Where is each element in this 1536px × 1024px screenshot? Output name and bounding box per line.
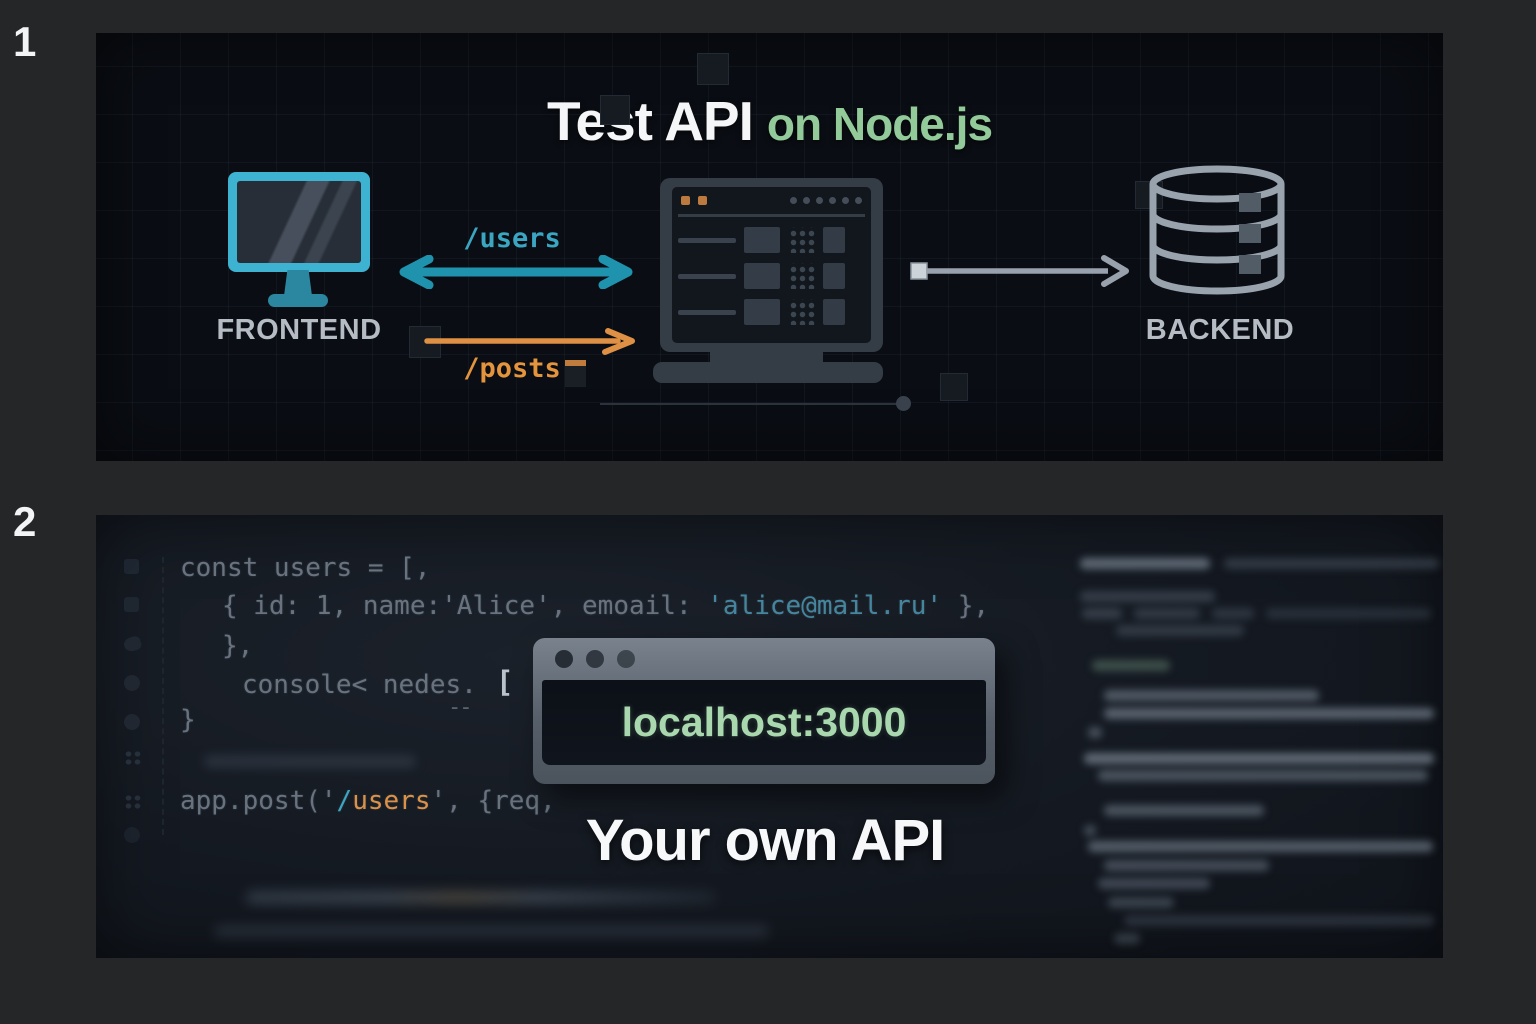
blurred-code-line xyxy=(1098,878,1210,889)
blurred-code-line xyxy=(1108,897,1174,908)
code-line-4: console< nedes. xyxy=(242,670,477,700)
blurred-code-line xyxy=(1104,805,1264,816)
title-main: Test API xyxy=(546,90,754,152)
step-number-2: 2 xyxy=(13,498,37,545)
server-window-titlebar xyxy=(678,187,865,217)
gutter-square-icon xyxy=(124,559,139,574)
blurred-code-line xyxy=(1104,860,1269,871)
gutter-blob-icon xyxy=(122,634,143,654)
titlebar-orange-dot xyxy=(698,196,707,205)
code-bracket: [ xyxy=(496,665,514,699)
decor-square xyxy=(600,95,630,125)
blurred-code-line xyxy=(1104,690,1319,701)
blurred-code-line xyxy=(1088,727,1102,738)
server-content-row xyxy=(678,227,865,253)
posts-route-label: /posts xyxy=(463,353,561,384)
traffic-light-icon xyxy=(555,650,573,668)
server-stand-neck xyxy=(710,352,823,363)
gutter-circle-icon xyxy=(124,675,140,691)
monitor-stand-neck xyxy=(284,270,312,296)
blurred-code-line xyxy=(1224,558,1439,569)
code-line-5: } xyxy=(180,705,196,735)
step-number-1: 1 xyxy=(13,18,37,65)
decor-square xyxy=(1135,181,1163,209)
blurred-comment-line xyxy=(204,755,416,768)
blurred-code-line xyxy=(1088,841,1433,852)
browser-titlebar xyxy=(533,638,995,680)
decor-line-endpoint xyxy=(896,396,911,411)
route-slash-token: / xyxy=(336,786,353,816)
posts-arrow-icon xyxy=(424,328,635,355)
decor-square xyxy=(697,53,729,85)
browser-window: localhost:3000 xyxy=(533,638,995,784)
blurred-code-line xyxy=(246,891,716,904)
blurred-code-line xyxy=(1104,708,1434,719)
decor-square xyxy=(940,373,968,401)
server-stand-base xyxy=(653,362,883,383)
monitor-screen xyxy=(237,181,361,263)
users-double-arrow-icon xyxy=(399,255,633,289)
blurred-code-line xyxy=(1092,660,1170,671)
blurred-code-line xyxy=(1080,591,1215,602)
caption-your-own-api: Your own API xyxy=(585,808,946,873)
blurred-code-line xyxy=(1266,608,1431,619)
blurred-code-column xyxy=(1056,543,1456,948)
blurred-code-line xyxy=(1084,825,1096,836)
title-accent: on Node.js xyxy=(766,98,993,150)
server-content-row xyxy=(678,299,865,325)
blurred-code-line xyxy=(1084,753,1434,764)
gutter-dots-icon xyxy=(124,750,141,765)
server-content-row xyxy=(678,263,865,289)
blurred-code-line xyxy=(1124,915,1434,926)
code-line-1: const users = [, xyxy=(180,553,431,583)
titlebar-menu-dots xyxy=(790,197,862,204)
decor-line xyxy=(600,403,898,405)
blurred-code-line xyxy=(1116,625,1244,636)
backend-label: BACKEND xyxy=(1145,314,1295,346)
editor-panel: const users = [, { id: 1, name:'Alice', … xyxy=(96,515,1443,958)
blurred-code-line xyxy=(1080,558,1210,569)
gutter-circle-icon xyxy=(124,714,140,730)
traffic-light-icon xyxy=(617,650,635,668)
decor-square-orange xyxy=(565,360,586,387)
blurred-code-line xyxy=(1212,608,1254,619)
monitor-icon xyxy=(228,172,370,279)
blurred-code-line xyxy=(1098,770,1428,781)
route-token: users xyxy=(352,786,431,816)
server-window-screen xyxy=(672,187,871,343)
database-icon xyxy=(1149,165,1285,295)
code-dashes: -- xyxy=(448,695,472,720)
blurred-code-line xyxy=(1134,608,1200,619)
traffic-light-icon xyxy=(586,650,604,668)
url-text: localhost:3000 xyxy=(621,699,907,745)
blurred-code-line xyxy=(214,925,769,937)
users-route-label: /users xyxy=(463,223,561,254)
code-line-6: app.post('/users', {req, xyxy=(180,786,556,816)
server-window-icon xyxy=(660,178,883,352)
blurred-code-line xyxy=(1114,933,1140,944)
gutter-square-icon xyxy=(124,597,139,612)
gutter-dots-icon xyxy=(124,794,141,809)
code-line-3: }, xyxy=(222,631,254,661)
blurred-code-line xyxy=(1082,608,1122,619)
gutter-circle-icon xyxy=(124,827,140,843)
monitor-stand-base xyxy=(268,294,328,307)
frontend-label: FRONTEND xyxy=(216,314,382,346)
backend-arrow-icon xyxy=(910,255,1129,287)
code-line-2: { id: 1, name:'Alice', emoail: 'alice@ma… xyxy=(222,591,990,621)
titlebar-orange-dot xyxy=(681,196,690,205)
email-token: 'alice@mail.ru' xyxy=(707,591,943,621)
browser-address-area: localhost:3000 xyxy=(542,680,986,765)
indent-guide xyxy=(162,557,164,835)
